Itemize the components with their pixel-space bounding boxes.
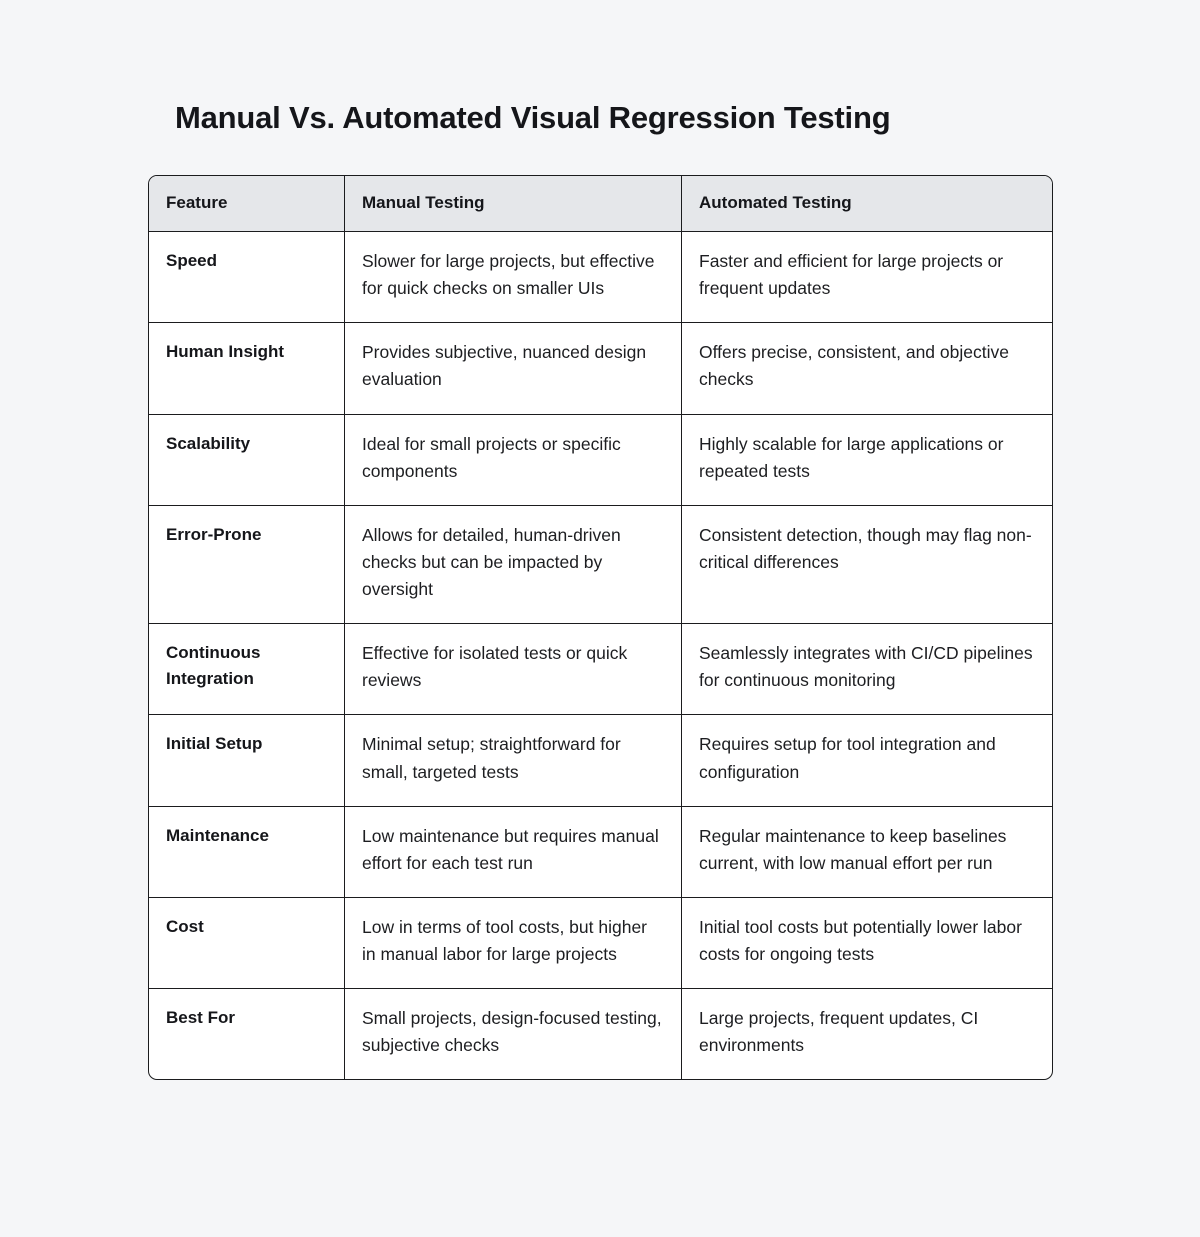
cell-feature: Speed (149, 232, 344, 324)
cell-automated-testing: Consistent detection, though may flag no… (681, 505, 1052, 625)
cell-feature: Scalability (149, 415, 344, 506)
cell-manual-testing: Allows for detailed, human-driven checks… (344, 505, 681, 625)
cell-feature: Continuous Integration (149, 624, 344, 716)
cell-feature: Best For (166, 1008, 235, 1028)
cell-feature: Maintenance (149, 807, 344, 898)
cell-automated-testing: Highly scalable for large applications o… (681, 414, 1052, 506)
cell-automated-testing: Requires setup for tool integration and … (681, 715, 1052, 807)
cell-automated-testing: Initial tool costs but potentially lower… (681, 897, 1052, 990)
cell-manual-testing: Low maintenance but requires manual effo… (344, 806, 681, 898)
cell-manual-testing: Slower for large projects, but effective… (344, 232, 681, 324)
cell-automated-testing: Offers precise, consistent, and objectiv… (681, 323, 1052, 415)
cell-feature: Error-Prone (149, 506, 344, 625)
cell-manual-testing: Ideal for small projects or specific com… (344, 414, 681, 506)
table-row: Best For Small projects, design-focused t… (149, 989, 1052, 1080)
cell-automated-testing: Regular maintenance to keep baselines cu… (681, 806, 1052, 898)
column-header-manual-testing: Manual Testing (344, 176, 681, 233)
page-title: Manual Vs. Automated Visual Regression T… (175, 99, 891, 135)
table-header: Feature Manual Testing Automated Testing (149, 176, 1052, 233)
cell-manual-testing: Effective for isolated tests or quick re… (344, 624, 681, 716)
table-header-row: Feature Manual Testing Automated Testing (149, 176, 1052, 233)
comparison-table: Feature Manual Testing Automated Testing… (148, 175, 1053, 1081)
cell-manual-testing: Minimal setup; straightforward for small… (344, 715, 681, 807)
cell-automated-testing: Large projects, frequent updates, CI env… (681, 989, 1052, 1080)
cell-automated-testing: Faster and efficient for large projects … (681, 232, 1052, 324)
cell-manual-testing: Provides subjective, nuanced design eval… (344, 323, 681, 415)
cell-feature: Initial Setup (149, 715, 344, 807)
cell-automated-testing: Seamlessly integrates with CI/CD pipelin… (681, 624, 1052, 716)
cell-feature: Human Insight (149, 323, 344, 415)
cell-manual-testing: Low in terms of tool costs, but higher i… (344, 897, 681, 990)
cell-feature: Cost (149, 898, 344, 990)
column-header-feature: Feature (149, 176, 344, 233)
cell-manual-testing: Small projects, design-focused testing, … (344, 989, 681, 1080)
comparison-table-container: Feature Manual Testing Automated Testing… (148, 175, 1053, 1081)
column-header-automated-testing: Automated Testing (681, 176, 1052, 233)
